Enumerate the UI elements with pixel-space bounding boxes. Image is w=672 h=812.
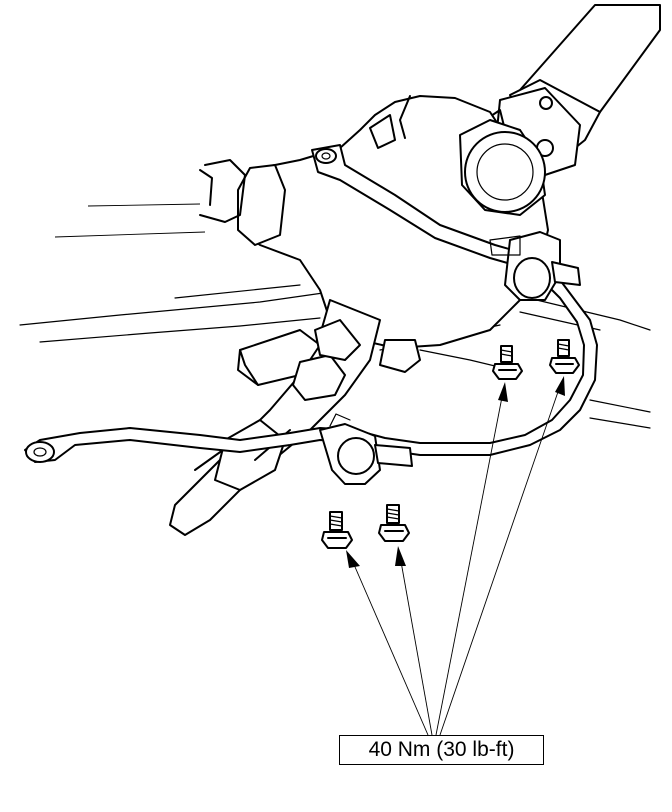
flange-bolt-3 [492, 345, 523, 380]
bushing-holder-right [489, 231, 581, 301]
arrowhead-2 [395, 546, 406, 566]
stabilizer-bar [24, 144, 598, 463]
flange-bolt-4 [549, 339, 580, 374]
torque-spec-label: 40 Nm (30 lb-ft) [339, 735, 544, 765]
steering-gearbox [199, 95, 549, 349]
arrowhead-3 [498, 382, 508, 402]
steering-rack-tube [169, 299, 421, 536]
arrowhead-1 [346, 550, 360, 568]
flange-bolt-1 [321, 511, 353, 549]
leader-arrows [346, 376, 565, 736]
bushing-holder-left [319, 413, 413, 485]
flange-bolt-2 [378, 504, 410, 542]
arrowhead-4 [555, 376, 565, 396]
